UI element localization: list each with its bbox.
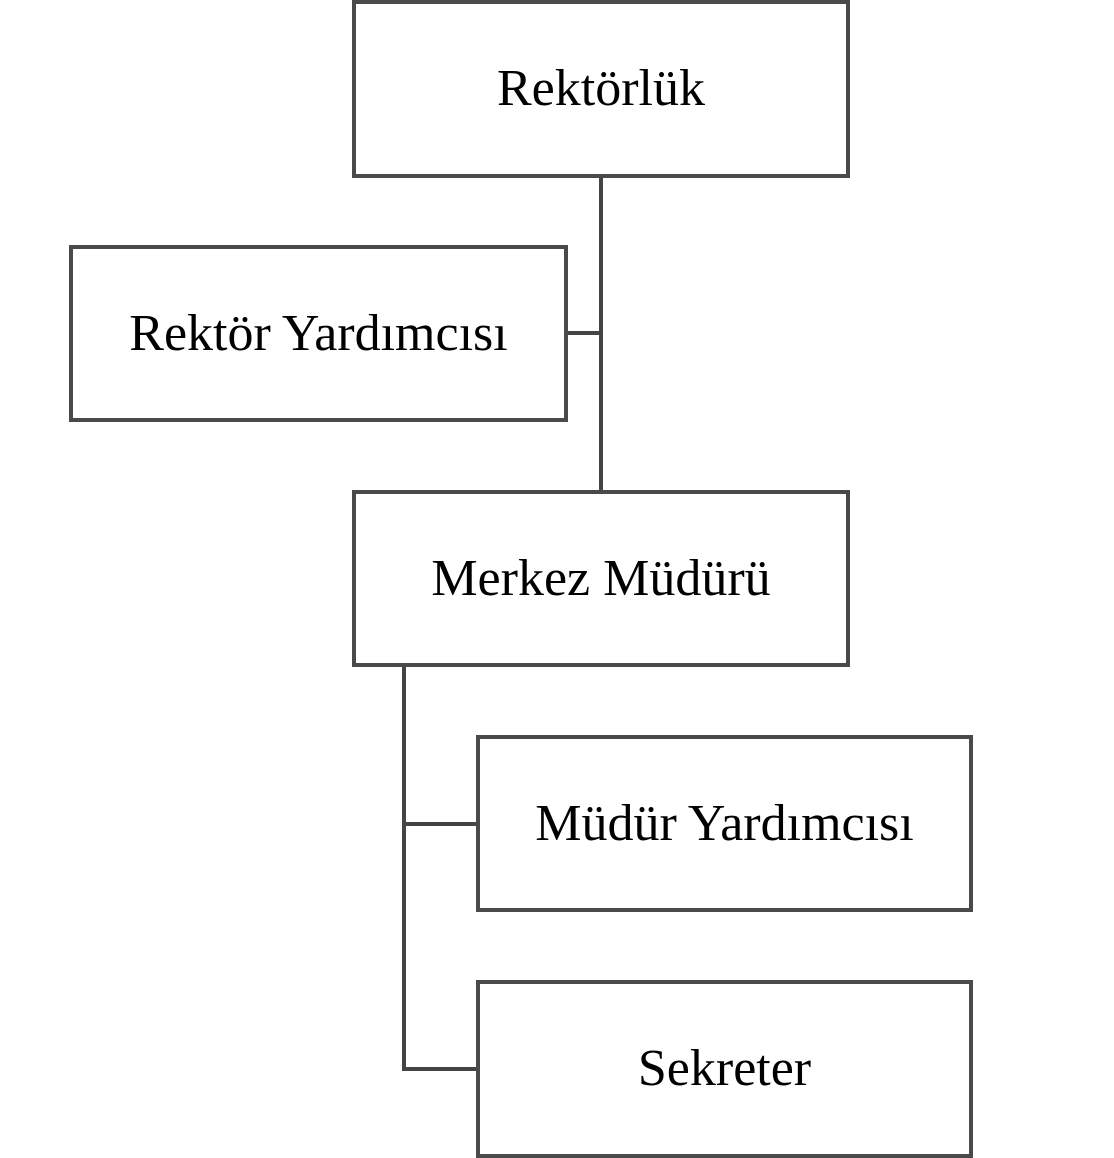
node-rektor-yardimcisi-label: Rektör Yardımcısı bbox=[129, 304, 508, 362]
node-mudur-yardimcisi-label: Müdür Yardımcısı bbox=[535, 794, 914, 852]
node-rektorluk-label: Rektörlük bbox=[497, 60, 705, 117]
node-rektor-yardimcisi: Rektör Yardımcısı bbox=[69, 245, 568, 422]
node-merkez-muduru-label: Merkez Müdürü bbox=[431, 549, 771, 607]
node-sekreter: Sekreter bbox=[476, 980, 973, 1158]
node-sekreter-label: Sekreter bbox=[637, 1040, 812, 1097]
node-mudur-yardimcisi: Müdür Yardımcısı bbox=[476, 735, 973, 912]
node-rektorluk: Rektörlük bbox=[352, 0, 850, 178]
node-merkez-muduru: Merkez Müdürü bbox=[352, 490, 850, 667]
